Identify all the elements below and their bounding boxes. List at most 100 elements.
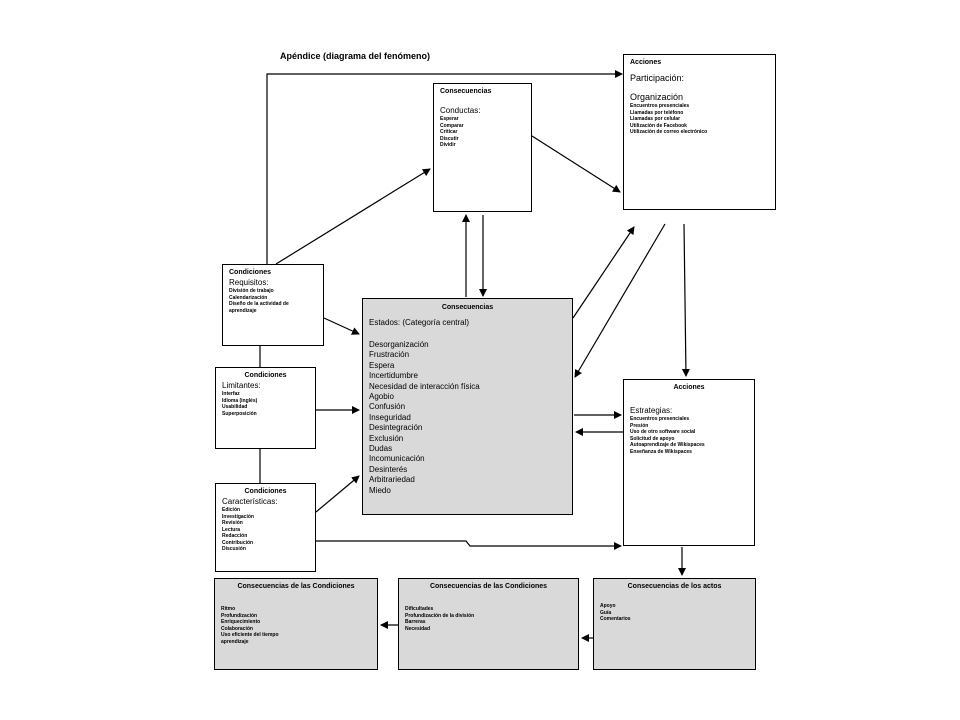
- list-item: Utilización de correo electrónico: [630, 129, 708, 135]
- list-item: Lectura: [222, 526, 241, 533]
- list-item: Dudas: [369, 444, 393, 454]
- list-item: Miedo: [369, 485, 391, 495]
- box-subtitle: Conductas:: [440, 106, 481, 115]
- box-subtitle: Estrategias:: [630, 406, 673, 415]
- list-item: Ritmo: [221, 606, 236, 612]
- list-item: Agobio: [369, 392, 394, 402]
- list-item: Incertidumbre: [369, 371, 418, 381]
- box-acciones-participacion: Acciones Participación: Organización Enc…: [623, 54, 776, 210]
- list-item: Desinterés: [369, 464, 408, 474]
- list-item: Encuentros presenciales: [630, 416, 690, 422]
- box-title: Condiciones: [229, 269, 272, 276]
- item-list: Encuentros presenciales Llamadas por tel…: [630, 103, 769, 136]
- list-item: Uso de otro software social: [630, 429, 696, 435]
- list-item: Autoaprendizaje de Wikispaces: [630, 442, 705, 448]
- connector-arrow: [323, 317, 360, 335]
- box-condiciones-limitantes: Condiciones Limitantes: Interfaz Idioma …: [215, 367, 316, 449]
- box-subtitle: Participación:: [630, 73, 685, 83]
- box-title: Acciones: [673, 384, 705, 391]
- box-condiciones-caracteristicas: Condiciones Características: Edición Inv…: [215, 483, 316, 572]
- connector-arrow: [681, 223, 690, 377]
- list-item: Contribución: [222, 539, 254, 546]
- list-item: Arbitrariedad: [369, 475, 415, 485]
- list-item: Comentarios: [600, 616, 631, 622]
- list-item: Investigación: [222, 513, 254, 520]
- list-item: Redacción: [222, 533, 248, 539]
- list-item: Profundización: [221, 612, 258, 619]
- list-item: Idioma (inglés): [222, 397, 258, 404]
- item-list: Encuentros presenciales Presión Uso de o…: [630, 416, 748, 455]
- box-consecuencias-actos: Consecuencias de los actos Apoyo Guía Co…: [593, 578, 756, 670]
- box-title: Consecuencias de las Condiciones: [429, 583, 548, 590]
- box-subtitle: Estados: (Categoría central): [369, 318, 470, 327]
- list-item: Utilización de Facebook: [630, 122, 687, 129]
- list-item: Colaboración: [221, 625, 253, 632]
- box-title: Condiciones: [244, 488, 287, 495]
- list-item: Llamadas por celular: [630, 116, 681, 122]
- list-item: Guía: [600, 609, 612, 616]
- connector-arrow: [574, 223, 666, 378]
- list-item: Diseño de la actividad de aprendizaje: [229, 301, 289, 314]
- connector-arrow: [572, 226, 635, 319]
- list-item: Interfaz: [222, 391, 240, 397]
- box-consecuencias-conductas: Consecuencias Conductas: Esperar Compara…: [433, 83, 532, 212]
- list-item: Apoyo: [600, 603, 616, 609]
- list-item: aprendizaje: [221, 638, 249, 645]
- item-list: Ritmo Profundización Enriquecimiento Col…: [221, 606, 371, 645]
- box-consecuencias-condiciones-2: Consecuencias de las Condiciones Dificul…: [398, 578, 579, 670]
- list-item: Usabilidad: [222, 404, 248, 410]
- list-item: Necesidad: [405, 625, 431, 632]
- item-list: División de trabajo Calendarización Dise…: [229, 288, 317, 314]
- connector-arrow: [316, 540, 622, 550]
- list-item: Dificultades: [405, 606, 434, 612]
- list-item: Presión: [630, 422, 649, 429]
- box-title: Condiciones: [244, 372, 287, 379]
- list-item: Dividir: [440, 142, 456, 148]
- box-title: Consecuencias de los actos: [627, 583, 722, 590]
- box-title: Consecuencias de las Condiciones: [237, 583, 355, 590]
- list-item: Solicitud de apoyo: [630, 435, 675, 442]
- item-list: Edición Investigación Revisión Lectura R…: [222, 507, 309, 553]
- box-subtitle: Limitantes:: [222, 381, 261, 390]
- box-subtitle: Características:: [222, 497, 278, 506]
- list-item: Enriquecimiento: [221, 619, 261, 625]
- list-item: Confusión: [369, 402, 406, 412]
- list-item: División de trabajo: [229, 288, 274, 294]
- item-list: Esperar Comparar Criticar Discutir Divid…: [440, 116, 525, 149]
- connector-arrow: [315, 475, 360, 513]
- item-list: Desorganización Frustración Espera Incer…: [369, 340, 566, 496]
- list-item: Llamadas por teléfono: [630, 109, 684, 116]
- box-acciones-estrategias: Acciones Estrategias: Encuentros presenc…: [623, 379, 755, 546]
- item-list: Interfaz Idioma (inglés) Usabilidad Supe…: [222, 391, 309, 417]
- connector-arrow: [531, 135, 621, 193]
- list-item: Profundización de la división: [405, 612, 475, 619]
- box-consecuencias-condiciones-1: Consecuencias de las Condiciones Ritmo P…: [214, 578, 378, 670]
- list-item: Espera: [369, 360, 395, 370]
- list-item: Discusión: [222, 546, 246, 552]
- list-item: Desintegración: [369, 423, 423, 433]
- list-item: Barreras: [405, 619, 426, 625]
- list-item: Necesidad de interacción física: [369, 381, 480, 391]
- box-consecuencias-estados: Consecuencias Estados: (Categoría centra…: [362, 298, 573, 515]
- list-item: Revisión: [222, 520, 243, 526]
- box-condiciones-requisitos: Condiciones Requisitos: División de trab…: [222, 264, 324, 346]
- list-item: Uso eficiente del tiempo: [221, 632, 279, 638]
- list-item: Enseñanza de Wikispaces: [630, 448, 692, 455]
- box-subtitle: Organización: [630, 92, 684, 102]
- box-title: Consecuencias: [441, 304, 494, 311]
- list-item: Desorganización: [369, 340, 429, 349]
- list-item: Frustración: [369, 350, 410, 360]
- box-title: Consecuencias: [440, 88, 492, 95]
- list-item: Exclusión: [369, 433, 404, 443]
- list-item: Incomunicación: [369, 454, 425, 464]
- connector-arrow: [275, 168, 431, 265]
- list-item: Inseguridad: [369, 412, 411, 422]
- item-list: Apoyo Guía Comentarios: [600, 603, 749, 623]
- list-item: Edición: [222, 507, 241, 513]
- item-list: Dificultades Profundización de la divisi…: [405, 606, 572, 632]
- box-subtitle: Requisitos:: [229, 278, 269, 287]
- diagram-title: Apéndice (diagrama del fenómeno): [280, 51, 431, 61]
- list-item: Superposición: [222, 410, 257, 417]
- list-item: Calendarización: [229, 294, 268, 301]
- box-title: Acciones: [630, 59, 662, 66]
